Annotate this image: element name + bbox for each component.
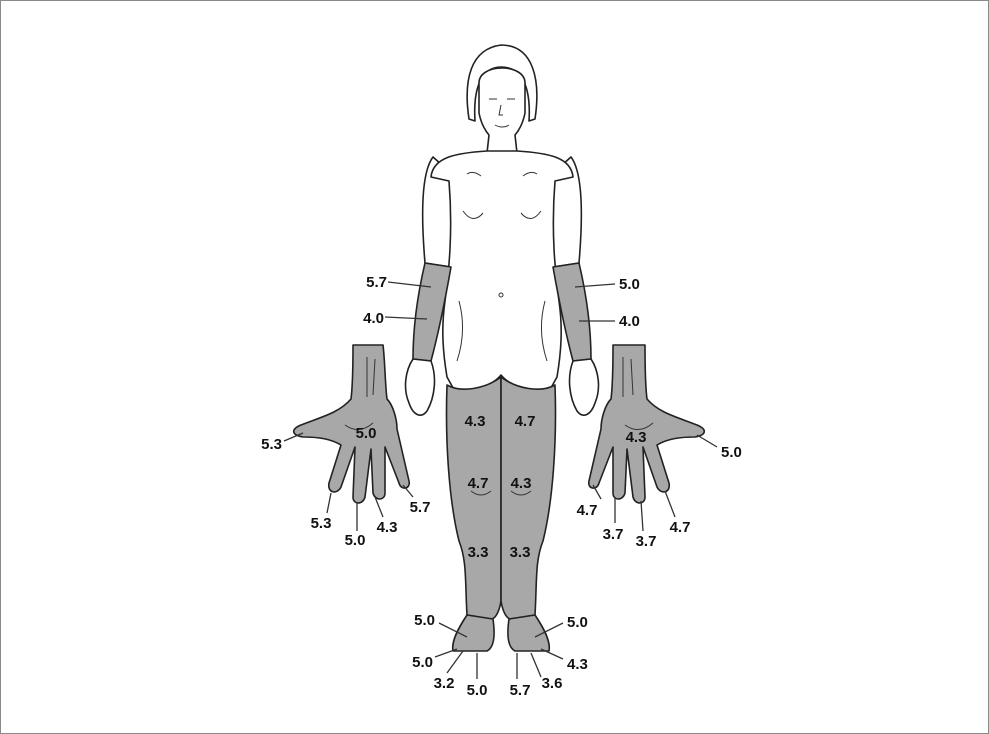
label-r-hand-thumb: 5.0 [721, 444, 742, 461]
label-l-foot-toes: 5.0 [412, 654, 433, 671]
label-r-knee: 4.3 [511, 475, 532, 492]
label-l-foot-little-toe: 3.2 [434, 675, 455, 692]
label-l-hand-thumb: 5.3 [261, 436, 282, 453]
label-r-forearm-upper: 5.0 [619, 276, 640, 293]
label-r-foot-little-toe: 4.3 [567, 656, 588, 673]
label-r-hand-ring: 3.7 [603, 526, 624, 543]
label-r-foot-mid-toe: 3.6 [542, 675, 563, 692]
label-l-knee: 4.7 [468, 475, 489, 492]
label-l-forearm-lower: 4.0 [363, 310, 384, 327]
body-figure [406, 45, 599, 651]
label-l-forearm-upper: 5.7 [366, 274, 387, 291]
label-r-hand-index: 4.7 [670, 519, 691, 536]
label-l-shin: 3.3 [468, 544, 489, 561]
label-r-foot-big-toe: 5.7 [510, 682, 531, 699]
label-r-thigh: 4.7 [515, 413, 536, 430]
label-l-thigh: 4.3 [465, 413, 486, 430]
label-r-foot-dorsum: 5.0 [567, 614, 588, 631]
body-hand-right [570, 359, 599, 415]
hand-right-detail [589, 345, 705, 503]
label-l-hand-palm: 5.0 [356, 425, 377, 442]
label-r-hand-middle: 3.7 [636, 533, 657, 550]
label-r-hand-palm: 4.3 [626, 429, 647, 446]
label-l-foot-dorsum: 5.0 [414, 612, 435, 629]
label-r-hand-little: 4.7 [577, 502, 598, 519]
label-r-shin: 3.3 [510, 544, 531, 561]
label-l-foot-big-toe: 5.0 [467, 682, 488, 699]
label-r-forearm-lower: 4.0 [619, 313, 640, 330]
label-l-hand-index: 5.3 [311, 515, 332, 532]
torso [431, 151, 573, 395]
hand-left-detail [294, 345, 410, 503]
label-l-hand-ring: 4.3 [377, 519, 398, 536]
label-l-hand-little: 5.7 [410, 499, 431, 516]
body-hand-left [406, 359, 435, 415]
head-face [479, 68, 525, 143]
label-l-hand-middle: 5.0 [345, 532, 366, 549]
